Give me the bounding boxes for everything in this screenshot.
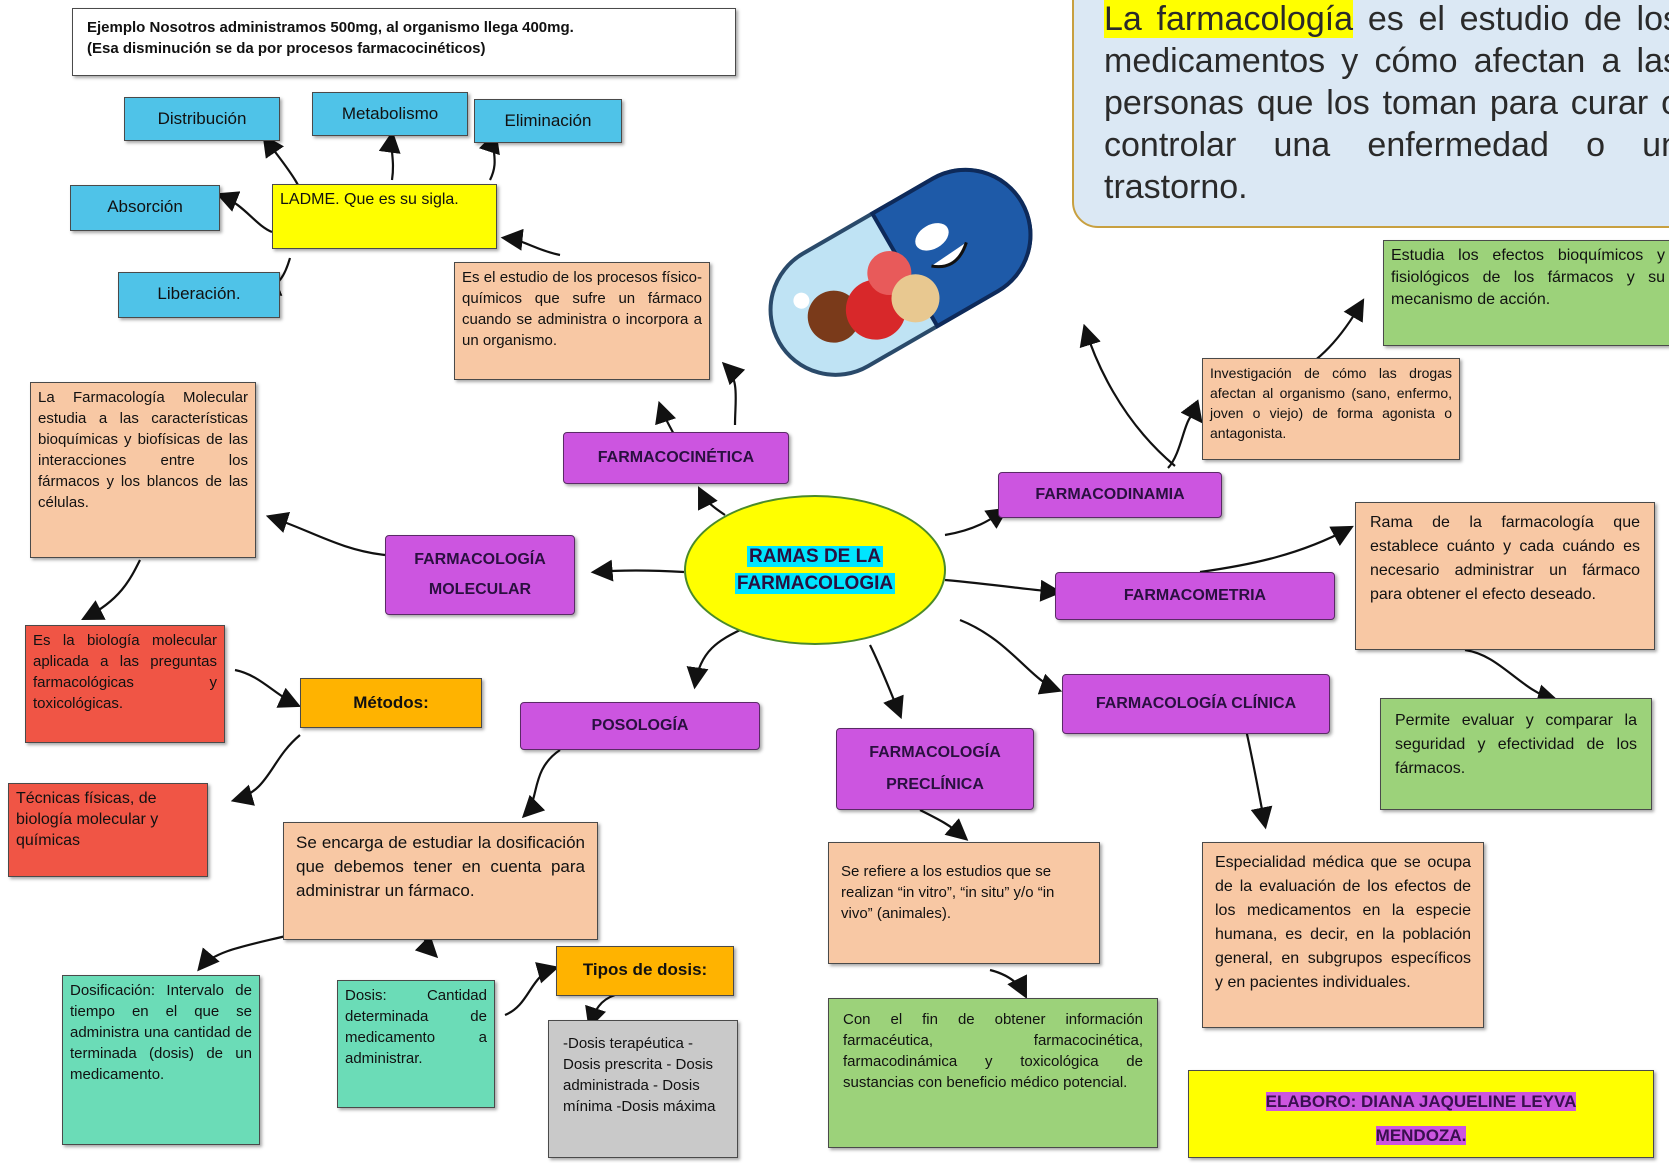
- farmacologia-callout: La farmacología es el estudio de los med…: [1072, 0, 1669, 228]
- branch-farmacologia-clinica: FARMACOLOGÍA CLÍNICA: [1062, 674, 1330, 734]
- tipos-dosis-box: Tipos de dosis:: [556, 946, 734, 996]
- molecular-definition: La Farmacología Molecular estudia a las …: [30, 382, 256, 558]
- branch-farmacocinetica: FARMACOCINÉTICA: [563, 432, 789, 484]
- absorcion-box: Absorción: [70, 185, 220, 231]
- metodos-box: Métodos:: [300, 678, 482, 728]
- clinica-definition: Especialidad médica que se ocupa de la e…: [1202, 842, 1484, 1028]
- center-line-1: RAMAS DE LA: [747, 546, 883, 567]
- farmacocinetica-definition: Es el estudio de los procesos físico-quí…: [454, 262, 710, 380]
- farmacometria-evaluacion: Permite evaluar y comparar la seguridad …: [1380, 698, 1652, 810]
- example-box: Ejemplo Nosotros administramos 500mg, al…: [72, 8, 736, 76]
- example-line-1: Ejemplo Nosotros administramos 500mg, al…: [87, 19, 574, 36]
- center-line-2: FARMACOLOGIA: [734, 573, 896, 594]
- ladme-box: LADME. Que es su sigla.: [272, 184, 497, 249]
- branch-farmacologia-preclinica: FARMACOLOGÍA PRECLÍNICA: [836, 728, 1034, 810]
- branch-molecular-line-2: MOLECULAR: [428, 581, 532, 598]
- tipos-dosis-lista: -Dosis terapéutica -Dosis prescrita - Do…: [548, 1020, 738, 1158]
- branch-posologia: POSOLOGÍA: [520, 702, 760, 750]
- branch-molecular-line-1: FARMACOLOGÍA: [414, 551, 546, 568]
- dosis-box: Dosis: Cantidad determinada de medicamen…: [337, 980, 495, 1108]
- farmacodinamia-definition: Investigación de cómo las drogas afectan…: [1202, 358, 1460, 460]
- preclinica-definition: Se refiere a los estudios que se realiza…: [828, 842, 1100, 964]
- callout-text: es el estudio de los medicamentos y cómo…: [1104, 0, 1669, 206]
- branch-farmacometria: FARMACOMETRIA: [1055, 572, 1335, 620]
- eliminacion-box: Eliminación: [474, 99, 622, 143]
- biologia-molecular-box: Es la biología molecular aplicada a las …: [25, 625, 225, 743]
- credit-line-2: MENDOZA.: [1375, 1126, 1467, 1145]
- credit-line-1: ELABORO: DIANA JAQUELINE LEYVA: [1265, 1092, 1577, 1111]
- callout-highlight: La farmacología: [1104, 0, 1354, 38]
- branch-preclinica-line-1: FARMACOLOGÍA: [869, 744, 1001, 761]
- tecnicas-box: Técnicas físicas, de biología molecular …: [8, 783, 208, 877]
- example-line-2: (Esa disminución se da por procesos farm…: [87, 40, 486, 57]
- branch-farmacologia-molecular: FARMACOLOGÍA MOLECULAR: [385, 535, 575, 615]
- credit-box: ELABORO: DIANA JAQUELINE LEYVA MENDOZA.: [1188, 1070, 1654, 1158]
- pill-capsule-illustration: [768, 167, 1033, 377]
- farmacodinamia-efectos: Estudia los efectos bioquímicos y fisiol…: [1383, 240, 1669, 346]
- branch-farmacodinamia: FARMACODINAMIA: [998, 472, 1222, 518]
- center-topic: RAMAS DE LA FARMACOLOGIA: [684, 495, 946, 645]
- distribucion-box: Distribución: [124, 97, 280, 141]
- branch-preclinica-line-2: PRECLÍNICA: [886, 776, 984, 793]
- dosificacion-box: Dosificación: Intervalo de tiempo en el …: [62, 975, 260, 1145]
- metabolismo-box: Metabolismo: [312, 92, 468, 136]
- farmacometria-definition: Rama de la farmacología que establece cu…: [1355, 502, 1655, 650]
- preclinica-fin-box: Con el fin de obtener información farmac…: [828, 998, 1158, 1148]
- posologia-definition: Se encarga de estudiar la dosificación q…: [283, 822, 598, 940]
- liberacion-box: Liberación.: [118, 272, 280, 318]
